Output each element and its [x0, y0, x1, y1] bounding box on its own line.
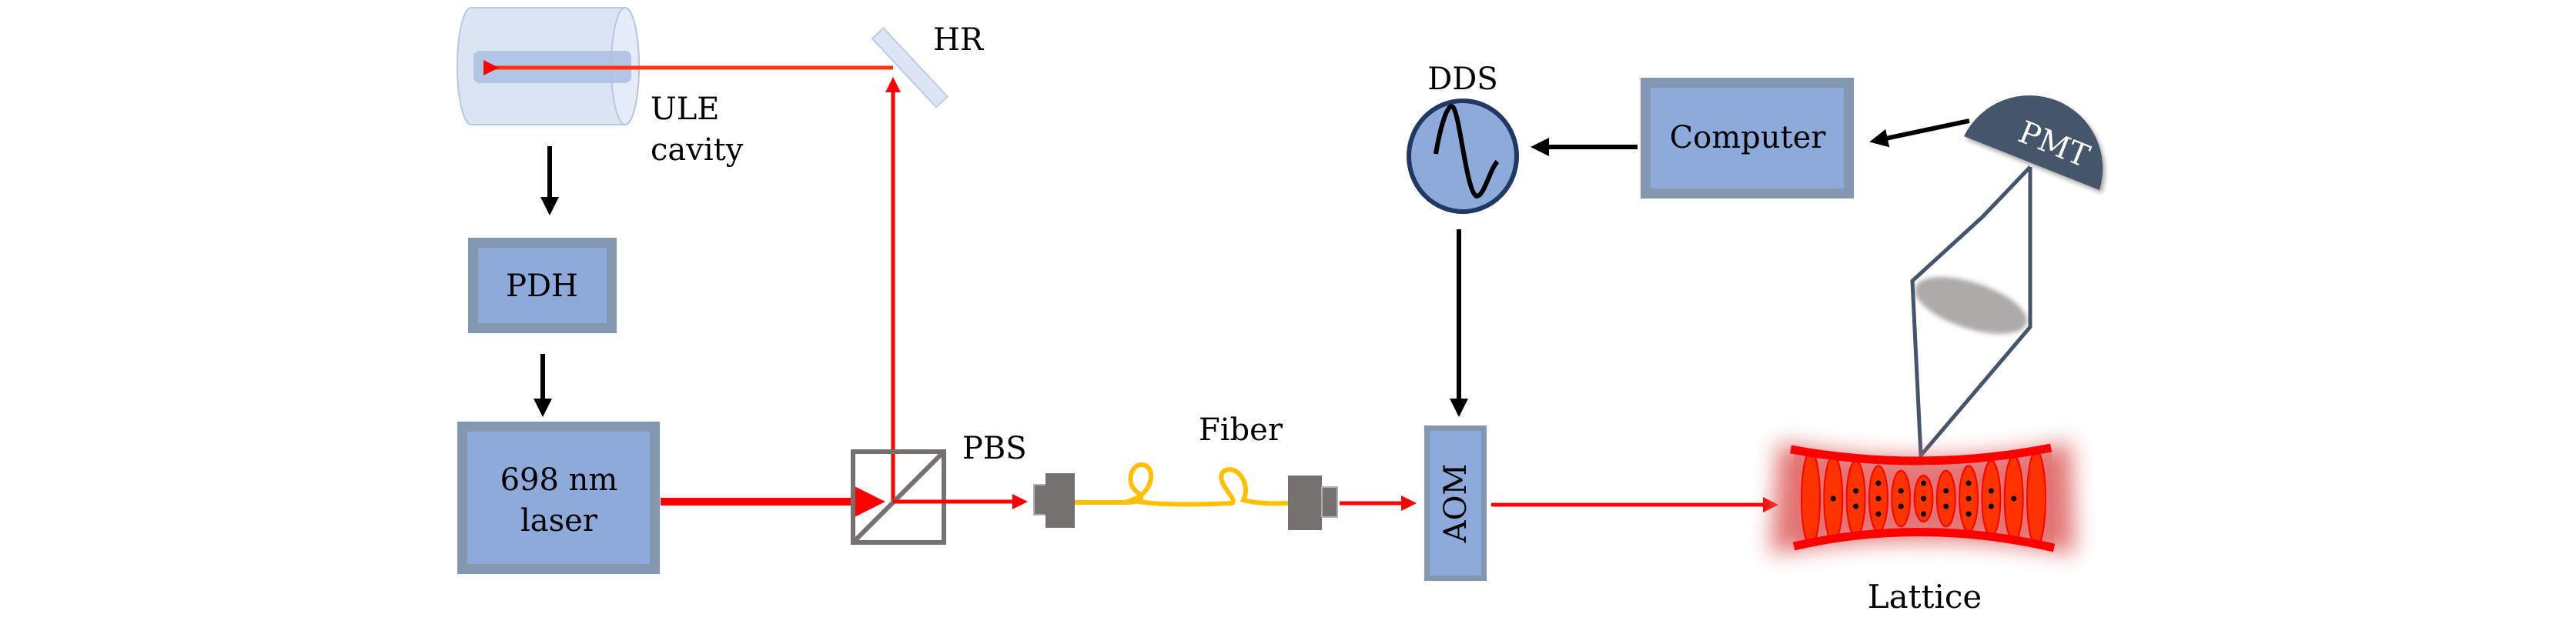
atom	[1898, 488, 1904, 494]
pbs-label: PBS	[962, 431, 1027, 466]
atom	[1921, 511, 1926, 517]
lattice-site	[1981, 459, 2002, 538]
lattice-top-beam	[1790, 443, 2052, 465]
fiber-label: Fiber	[1199, 412, 1283, 448]
ule-label-line1: ULE	[651, 92, 719, 127]
lattice-label: Lattice	[1868, 578, 1982, 616]
fiber-coupler-output	[1288, 476, 1338, 530]
lattice-site	[1935, 469, 1956, 528]
computer-box	[1641, 78, 1854, 199]
dds-label: DDS	[1427, 62, 1498, 97]
ule-label-line2: cavity	[651, 132, 744, 168]
laser-box	[457, 422, 660, 574]
optical-fiber	[1075, 462, 1289, 507]
lattice-site	[1891, 469, 1912, 528]
aom-label: AOM	[1438, 464, 1474, 544]
atom	[1898, 503, 1904, 509]
lattice-site	[1845, 459, 1866, 538]
pdh-box	[468, 238, 617, 333]
atom	[1943, 503, 1949, 509]
atom	[1921, 480, 1926, 486]
atom	[1988, 503, 1994, 509]
pdh-label: PDH	[506, 269, 578, 304]
atom	[1853, 503, 1859, 509]
atom	[1965, 480, 1972, 486]
lattice-site	[2026, 450, 2046, 547]
computer-label: Computer	[1670, 120, 1827, 155]
atom	[2011, 496, 2017, 502]
optical-lattice	[1771, 442, 2075, 554]
atom	[1853, 488, 1859, 494]
atom	[1943, 488, 1949, 494]
lattice-site	[1801, 450, 1821, 547]
atom	[1830, 496, 1836, 502]
dds-oscillator-icon	[1407, 98, 1519, 214]
pmt-detector	[1964, 95, 2103, 190]
laser-label-line1: 698 nm	[500, 462, 618, 498]
atom	[1875, 480, 1882, 486]
hr-label: HR	[933, 22, 985, 58]
atom	[1921, 496, 1926, 502]
atom	[1875, 496, 1882, 502]
arrow-pmt-to-computer	[1869, 118, 1970, 148]
atom	[1965, 511, 1972, 517]
atom	[1875, 511, 1882, 517]
atom	[1988, 488, 1994, 494]
imaging-cone	[1910, 165, 2032, 461]
laser-label-line2: laser	[520, 503, 598, 539]
atom	[1965, 496, 1972, 502]
aom-box	[1424, 425, 1487, 581]
hr-mirror	[871, 26, 949, 108]
fiber-coupler-input	[1033, 473, 1075, 528]
lattice-bottom-beam	[1792, 528, 2056, 552]
